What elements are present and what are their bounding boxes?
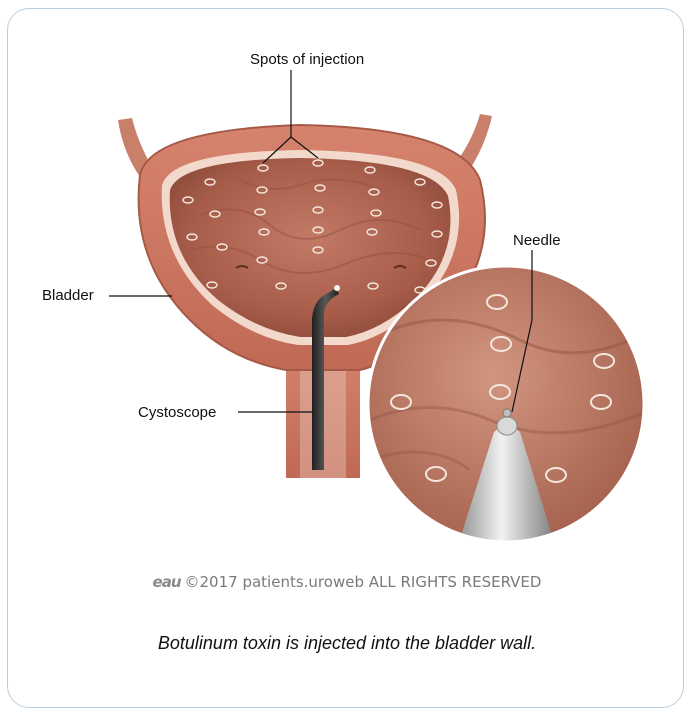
copyright-line: eau©2017 patients.uroweb ALL RIGHTS RESE…	[0, 573, 694, 591]
label-cystoscope: Cystoscope	[138, 404, 216, 421]
label-needle: Needle	[513, 232, 561, 249]
eau-logo: eau	[153, 573, 181, 591]
figure-caption: Botulinum toxin is injected into the bla…	[0, 633, 694, 654]
label-spots-of-injection: Spots of injection	[250, 51, 364, 68]
label-bladder: Bladder	[42, 287, 94, 304]
copyright-text: ©2017 patients.uroweb ALL RIGHTS RESERVE…	[185, 573, 542, 591]
needle-zoom-view	[368, 266, 650, 548]
